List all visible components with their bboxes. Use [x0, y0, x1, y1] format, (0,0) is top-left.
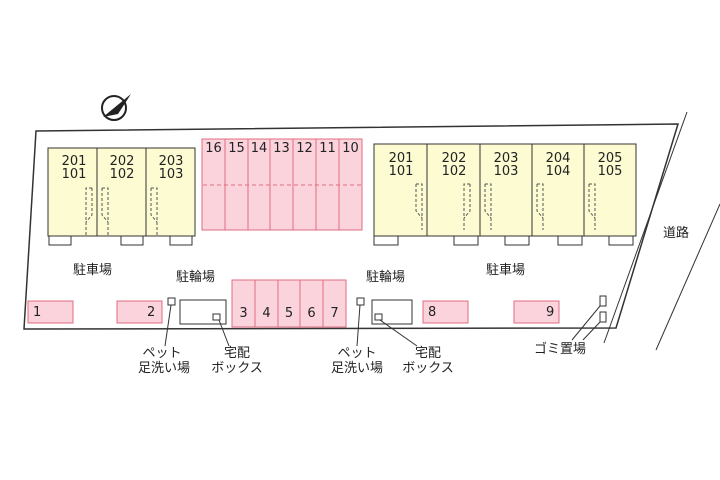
pet-wash-label-right: ペット足洗い場	[330, 346, 383, 376]
parking-space-9	[513, 300, 560, 324]
delivery-box-label-left: 宅配ボックス	[211, 346, 263, 376]
compass-icon	[101, 94, 131, 121]
pet-wash-left	[167, 297, 176, 306]
bike-parking-label-left: 駐輪場	[176, 270, 216, 285]
parking-space-2	[116, 300, 163, 324]
garbage-bin-bottom	[599, 311, 607, 323]
garbage-bin-top	[599, 295, 607, 307]
parking-number: 16	[205, 141, 222, 156]
parking-number: 14	[250, 141, 268, 156]
pet-wash-right	[356, 297, 365, 306]
delivery-box-label-right: 宅配ボックス	[402, 346, 454, 376]
parking-space-8	[422, 300, 469, 324]
road-edge-right	[655, 203, 720, 351]
parking-number: 4	[262, 306, 271, 321]
parking-label-left: 駐車場	[73, 263, 113, 278]
parking-number: 9	[546, 305, 555, 320]
parking-number: 10	[342, 141, 359, 156]
parking-number: 11	[319, 141, 336, 156]
road-edge-left	[603, 111, 688, 344]
road-label: 道路	[663, 226, 690, 241]
parking-number: 12	[296, 141, 313, 156]
building-right	[373, 143, 637, 246]
parking-center-row	[231, 279, 347, 328]
parking-number: 1	[33, 305, 42, 320]
pet-wash-label-left: ペット足洗い場	[138, 346, 191, 376]
parking-number: 6	[307, 306, 316, 321]
parking-number: 7	[330, 306, 339, 321]
leader-lines	[164, 304, 601, 347]
parking-space-1	[27, 300, 74, 324]
parking-number: 3	[239, 306, 248, 321]
parking-number: 2	[147, 305, 156, 320]
parking-number: 13	[273, 141, 290, 156]
building-left	[47, 147, 196, 246]
parking-number: 8	[428, 305, 437, 320]
parking-label-right: 駐車場	[486, 263, 526, 278]
garbage-label: ゴミ置場	[534, 342, 587, 357]
delivery-box-left	[212, 313, 221, 321]
parking-top-row	[201, 138, 363, 231]
delivery-box-right	[374, 313, 383, 321]
parking-number: 5	[284, 306, 294, 321]
parking-number: 15	[228, 141, 245, 156]
bike-parking-label-right: 駐輪場	[366, 270, 406, 285]
